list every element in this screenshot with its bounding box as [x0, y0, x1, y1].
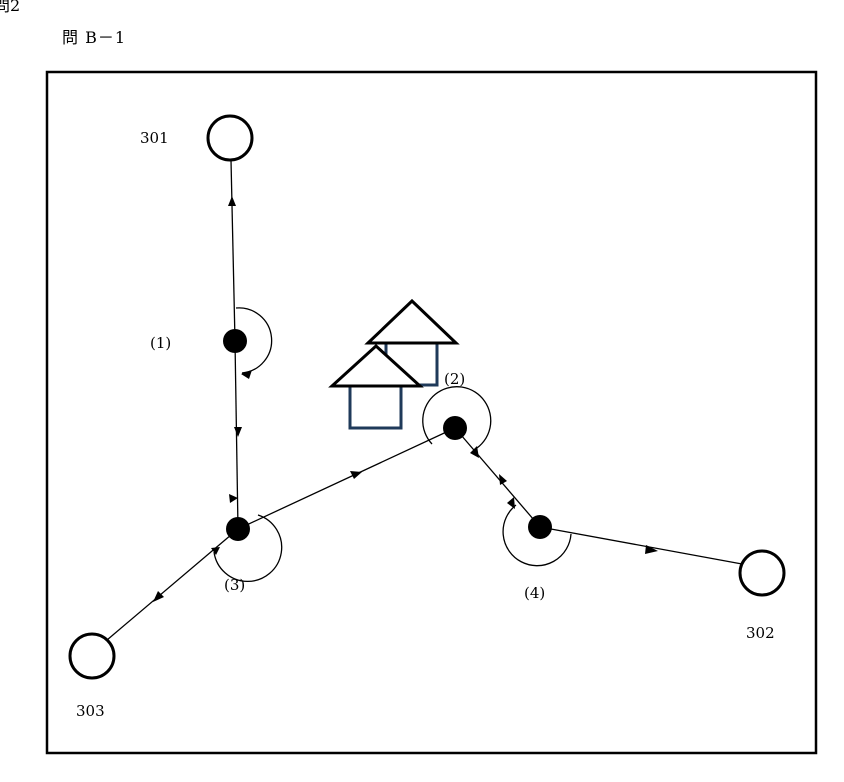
arrow-turn-3a-icon: [229, 494, 238, 503]
junction-label-4: (4): [524, 584, 545, 602]
station-node-301: [206, 114, 254, 162]
link-3-303: [106, 528, 239, 641]
junction-node-4: [528, 515, 552, 539]
arrow-turn-4b-icon: [499, 474, 507, 485]
junction-node-3: [226, 517, 250, 541]
junction-node-2: [443, 416, 467, 440]
arrow-turn-2-icon: [470, 446, 479, 458]
diagram-frame: [45, 70, 818, 755]
link-4-302: [539, 526, 743, 565]
station-node-303: [68, 632, 116, 680]
junction-label-2: (2): [444, 370, 465, 388]
question-title: 問 B－1: [62, 28, 127, 47]
station-label-303: 303: [76, 702, 105, 720]
turn-arc-4: [502, 504, 572, 567]
arrow-turn-4a-icon: [507, 497, 515, 509]
turn-arc-3: [213, 514, 283, 583]
arrow-down-icon: [234, 427, 242, 437]
station-node-302: [738, 549, 786, 597]
link-3-2: [237, 427, 456, 530]
junction-label-1: (1): [150, 334, 171, 352]
arrow-turn-1-icon: [241, 370, 252, 379]
junction-label-3: (3): [224, 576, 245, 594]
arrow-right-icon: [645, 545, 658, 554]
turn-arc-2: [422, 386, 492, 451]
arrow-down-left-icon: [153, 591, 164, 602]
arrow-up-icon: [228, 196, 236, 206]
station-label-301: 301: [140, 129, 169, 147]
arrow-right-icon: [350, 471, 362, 479]
house-icon: [328, 343, 424, 430]
junction-node-1: [223, 329, 247, 353]
cut-off-label: 問2: [0, 0, 21, 15]
link-1-3: [234, 340, 239, 530]
link-2-4: [454, 427, 541, 528]
arrow-turn-3b-icon: [211, 547, 220, 555]
link-301-1: [230, 159, 236, 342]
station-label-302: 302: [746, 624, 775, 642]
turn-arc-1: [235, 307, 273, 374]
